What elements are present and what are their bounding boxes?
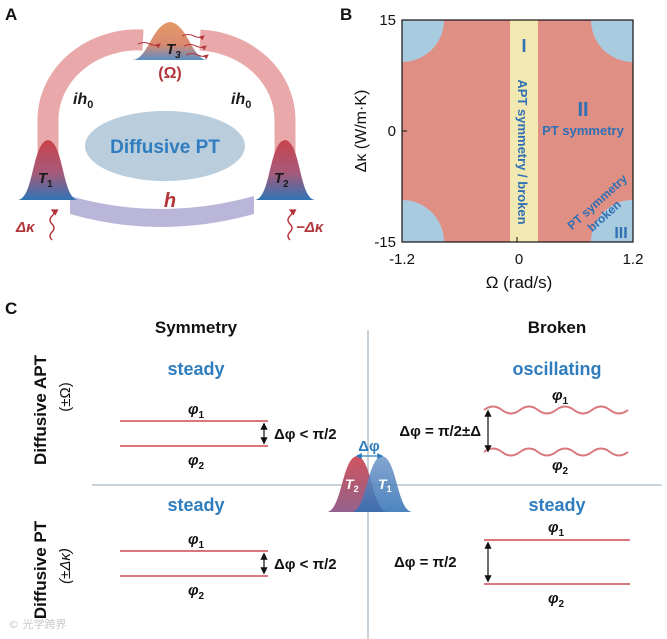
panel-c: C Symmetry Broken Diffusive APT (±Ω) Dif… xyxy=(5,299,662,639)
dk-left-label: Δκ xyxy=(15,219,36,236)
q4-state: steady xyxy=(528,495,585,515)
ih0-right-label: ih0 xyxy=(231,91,251,111)
col-header-symmetry: Symmetry xyxy=(155,318,238,337)
dk-left-squiggle xyxy=(49,209,59,241)
ytick-bottom: -15 xyxy=(374,234,396,251)
q4-phi1-label: φ1 xyxy=(548,519,565,539)
col-header-broken: Broken xyxy=(528,318,587,337)
region-apt-band xyxy=(510,20,538,242)
panel-c-label: C xyxy=(5,299,17,318)
t3-label: T3 xyxy=(166,41,181,61)
dk-right-label: −Δκ xyxy=(296,219,325,236)
q2-state: oscillating xyxy=(512,359,601,379)
panel-b-label: B xyxy=(340,5,352,24)
h-label: h xyxy=(164,190,176,212)
broken-corner-bl xyxy=(402,200,444,242)
t1-bell xyxy=(18,140,78,200)
ring-arc-left xyxy=(37,29,144,168)
q2-phi2-label: φ2 xyxy=(552,457,569,477)
region-ii-label: II xyxy=(577,99,588,121)
coupling-bar xyxy=(70,196,254,227)
q2-phi1-wave xyxy=(483,405,629,415)
t1-label: T1 xyxy=(38,170,53,190)
xtick-left: -1.2 xyxy=(389,251,415,268)
plot-ticks xyxy=(401,19,634,243)
region-i-label: I xyxy=(521,36,526,56)
q2-phi2-wave xyxy=(483,447,629,457)
q4-dphi-label: Δφ = π/2 xyxy=(394,554,457,571)
region-i-text: APT symmetry / broken xyxy=(515,79,530,224)
row-header-apt-sub: (±Ω) xyxy=(57,382,74,411)
xtick-mid: 0 xyxy=(515,251,523,268)
diffusive-pt-label: Diffusive PT xyxy=(110,137,220,158)
broken-corner-br xyxy=(591,200,633,242)
q4-phi2-label: φ2 xyxy=(548,590,565,610)
region-iii-label: III xyxy=(614,225,627,242)
diffusive-pt-ellipse xyxy=(85,111,245,181)
broken-corner-tl xyxy=(402,20,444,62)
omega-label: (Ω) xyxy=(158,65,181,82)
ytick-mid: 0 xyxy=(388,123,396,140)
panel-a: A Diffusive PT T3 (Ω) ih0 ih0 T1 T2 h xyxy=(5,5,325,241)
ytick-top: 15 xyxy=(379,12,396,29)
t2-bell xyxy=(255,140,315,200)
phase-diagram xyxy=(402,20,633,242)
q1-phi2-label: φ2 xyxy=(188,452,205,472)
center-dphi-label: Δφ xyxy=(358,438,380,455)
q1-phi1-label: φ1 xyxy=(188,401,205,421)
x-axis-label: Ω (rad/s) xyxy=(486,273,553,292)
q3-phi1-label: φ1 xyxy=(188,531,205,551)
ring-arc-right xyxy=(199,29,296,168)
center-t2-label: T2 xyxy=(345,476,359,494)
t2-label: T2 xyxy=(274,170,289,190)
dk-right-squiggle xyxy=(287,209,297,241)
q2-phi1-label: φ1 xyxy=(552,387,569,407)
q2-dphi-label: Δφ = π/2±Δ xyxy=(399,423,481,440)
row-header-pt-sub: (±Δκ) xyxy=(57,548,74,584)
center-t1-label: T1 xyxy=(378,476,392,494)
row-header-pt: Diffusive PT xyxy=(31,520,50,619)
xtick-right: 1.2 xyxy=(623,251,644,268)
panel-a-label: A xyxy=(5,5,17,24)
y-axis-label: Δκ (W/m·K) xyxy=(353,90,370,173)
broken-corner-tr xyxy=(591,20,633,62)
q3-dphi-label: Δφ < π/2 xyxy=(274,556,337,573)
q1-dphi-label: Δφ < π/2 xyxy=(274,426,337,443)
q3-state: steady xyxy=(167,495,224,515)
watermark: © 光学跨界 xyxy=(8,618,67,631)
panel-b: B 15 0 -15 -1.2 0 1.2 Ω (rad/s) Δκ (W/ xyxy=(340,5,644,292)
row-header-apt: Diffusive APT xyxy=(31,354,50,465)
t3-flow-arrows xyxy=(137,34,209,60)
q3-phi2-label: φ2 xyxy=(188,582,205,602)
q1-state: steady xyxy=(167,359,224,379)
ih0-left-label: ih0 xyxy=(73,91,93,111)
region-ii-text: PT symmetry xyxy=(542,123,624,138)
center-t1-bell xyxy=(352,456,412,512)
t3-bell xyxy=(132,22,208,60)
